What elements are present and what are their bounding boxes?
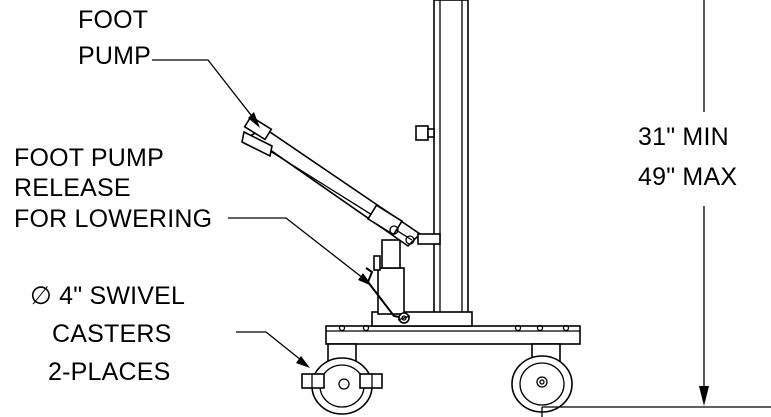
swivel-casters-label-line1: ∅ 4" SWIVEL [30, 282, 185, 310]
swivel-casters-label-line2: CASTERS [52, 320, 171, 348]
mast-knob [415, 125, 435, 141]
right-caster [511, 343, 573, 413]
release-label-line2: RELEASE [14, 174, 131, 202]
caster-leader [236, 331, 310, 368]
ground-extension-line [541, 406, 771, 417]
left-caster [301, 343, 383, 415]
height-max-label: 49" MAX [638, 163, 737, 191]
release-label-line1: FOOT PUMP [14, 144, 164, 172]
base-plate [325, 311, 581, 345]
foot-pump-lever [241, 115, 441, 248]
foot-pump-label-line2: PUMP [78, 42, 151, 70]
height-min-label: 31" MIN [638, 123, 729, 151]
hydraulic-cylinder [373, 239, 405, 315]
release-label-line3: FOR LOWERING [14, 205, 212, 233]
foot-pump-leader [152, 59, 260, 128]
swivel-casters-label-line3: 2-PLACES [48, 358, 171, 386]
lift-mast [433, 0, 469, 317]
foot-pump-label-line1: FOOT [78, 6, 148, 34]
release-leader [228, 217, 372, 286]
height-dimension [699, 0, 709, 406]
